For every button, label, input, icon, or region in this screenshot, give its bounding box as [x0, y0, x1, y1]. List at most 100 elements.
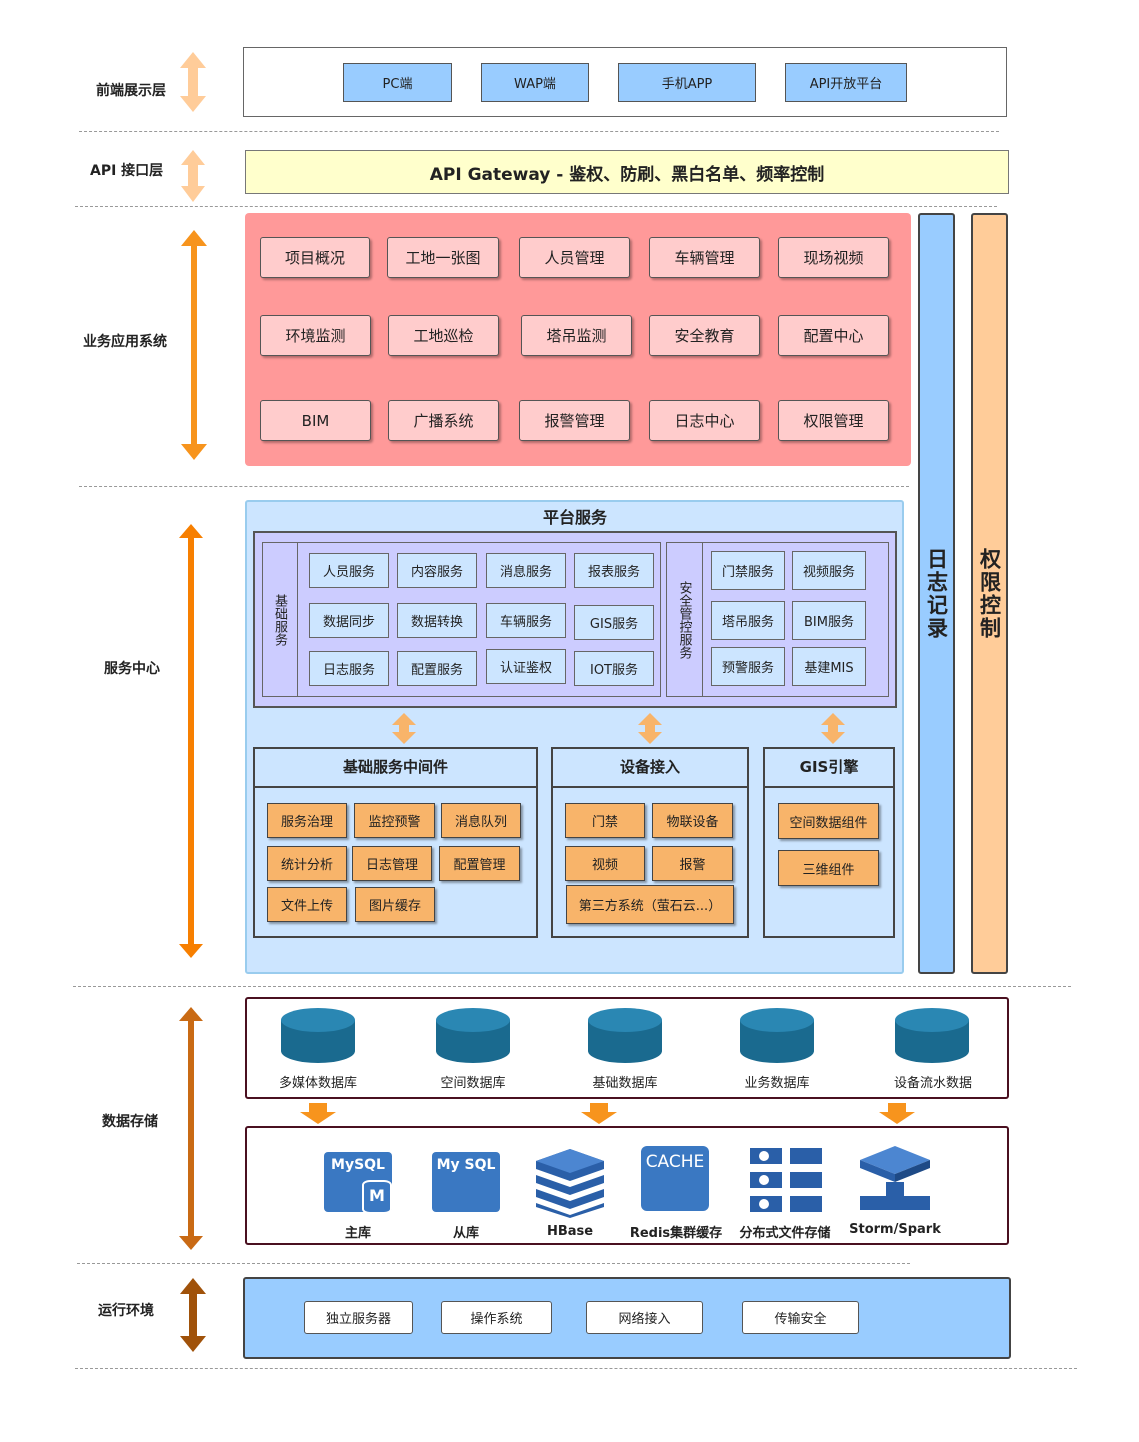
- frontend-item-wap: WAP端: [481, 63, 589, 102]
- auth-control-label: 权限控制: [977, 547, 1002, 640]
- svc-crane: 塔吊服务: [711, 601, 785, 640]
- layer-label-storage: 数据存储: [102, 1114, 158, 1130]
- log-record-bar: 日志记录: [918, 213, 955, 974]
- separator: [75, 1368, 1077, 1369]
- tech-label-redis: Redis集群缓存: [629, 1226, 723, 1241]
- down-arrow-icon: [581, 1103, 617, 1124]
- frontend-item-pc: PC端: [343, 63, 452, 102]
- device-access-panel: [551, 747, 749, 938]
- hbase-icon: [536, 1149, 604, 1218]
- database-icon: [436, 1008, 510, 1063]
- tech-label-master: 主库: [344, 1226, 371, 1241]
- security-services-label: 安全管控服务: [676, 580, 692, 659]
- biz-log-center: 日志中心: [649, 400, 760, 441]
- device-video: 视频: [565, 846, 645, 881]
- frontend-item-app: 手机APP: [618, 63, 756, 102]
- svc-iot: IOT服务: [574, 651, 654, 686]
- gis-spatial-component: 空间数据组件: [778, 803, 879, 839]
- db-label-multimedia: 多媒体数据库: [278, 1076, 357, 1091]
- svc-log: 日志服务: [309, 651, 389, 686]
- connector-arrow-device: [638, 713, 662, 744]
- biz-broadcast: 广播系统: [388, 400, 499, 441]
- api-gateway: API Gateway - 鉴权、防刷、黑白名单、频率控制: [245, 150, 1009, 194]
- mw-statistics: 统计分析: [267, 846, 347, 881]
- separator: [79, 131, 999, 132]
- device-access-title: 设备接入: [551, 747, 749, 788]
- svc-infra-mis: 基建MIS: [792, 647, 866, 686]
- tech-label-hbase: HBase: [546, 1224, 594, 1239]
- svc-content: 内容服务: [397, 553, 477, 588]
- mw-monitoring: 监控预警: [354, 803, 435, 838]
- runtime-os: 操作系统: [441, 1301, 552, 1334]
- runtime-network: 网络接入: [586, 1301, 703, 1334]
- db-label-business: 业务数据库: [744, 1076, 810, 1091]
- basic-services-group: [262, 542, 661, 697]
- security-services-group: [666, 542, 889, 697]
- business-double-arrow: [181, 230, 207, 460]
- database-icon: [281, 1008, 355, 1063]
- mysql-slave-logo: My SQL: [436, 1157, 496, 1173]
- biz-personnel: 人员管理: [519, 237, 630, 278]
- svc-data-sync: 数据同步: [309, 603, 389, 638]
- mw-config-management: 配置管理: [439, 846, 520, 881]
- basic-services-label: 基础服务: [272, 593, 287, 646]
- service-double-arrow: [179, 524, 203, 958]
- runtime-double-arrow: [180, 1278, 206, 1352]
- tech-label-file-storage: 分布式文件存储: [739, 1226, 831, 1241]
- down-arrow-icon: [300, 1103, 336, 1124]
- db-label-device-flow: 设备流水数据: [893, 1076, 972, 1091]
- biz-site-video: 现场视频: [778, 237, 889, 278]
- separator: [73, 986, 1071, 987]
- svc-config: 配置服务: [397, 651, 477, 686]
- biz-site-map: 工地一张图: [387, 237, 499, 278]
- auth-control-bar: 权限控制: [971, 213, 1008, 974]
- device-iot: 物联设备: [652, 803, 733, 838]
- separator: [75, 206, 997, 207]
- connector-arrow-middleware: [392, 713, 416, 744]
- svc-personnel: 人员服务: [309, 553, 389, 588]
- gis-engine-title: GIS引擎: [763, 747, 895, 788]
- mysql-slave-icon: [432, 1152, 500, 1212]
- mysql-master-badge-letter: M: [369, 1186, 385, 1205]
- runtime-server: 独立服务器: [304, 1301, 413, 1334]
- svc-access-control: 门禁服务: [711, 551, 785, 590]
- svc-message: 消息服务: [486, 553, 566, 588]
- biz-alarm: 报警管理: [519, 400, 630, 441]
- storm-spark-icon: [860, 1146, 930, 1210]
- db-label-basic: 基础数据库: [592, 1076, 658, 1091]
- svc-bim: BIM服务: [792, 601, 866, 640]
- file-storage-icon: [750, 1148, 822, 1212]
- security-services-label-cell: 安全管控服务: [666, 542, 703, 697]
- device-access-control: 门禁: [565, 803, 645, 838]
- device-third-party: 第三方系统（萤石云...）: [566, 885, 734, 924]
- svc-warning: 预警服务: [711, 647, 785, 686]
- database-icon: [895, 1008, 969, 1063]
- tech-label-slave: 从库: [452, 1226, 479, 1241]
- svc-data-transform: 数据转换: [397, 603, 477, 638]
- mw-file-upload: 文件上传: [267, 887, 347, 922]
- storage-double-arrow: [179, 1007, 203, 1250]
- biz-permission: 权限管理: [778, 400, 889, 441]
- mw-service-governance: 服务治理: [267, 803, 347, 838]
- svc-gis: GIS服务: [574, 605, 654, 640]
- biz-bim: BIM: [260, 400, 371, 441]
- cache-icon: [641, 1146, 709, 1211]
- frontend-item-openapi: API开放平台: [785, 63, 907, 102]
- connector-arrow-gis: [821, 713, 845, 744]
- biz-inspection: 工地巡检: [388, 315, 499, 356]
- mysql-master-db-badge: [362, 1180, 392, 1214]
- svc-vehicle: 车辆服务: [486, 603, 566, 638]
- svc-video: 视频服务: [792, 551, 866, 590]
- gis-3d-component: 三维组件: [778, 850, 879, 886]
- svc-auth: 认证鉴权: [486, 649, 566, 684]
- biz-environment: 环境监测: [260, 315, 371, 356]
- layer-label-business: 业务应用系统: [83, 334, 167, 350]
- frontend-double-arrow: [180, 52, 206, 112]
- mw-log-management: 日志管理: [352, 846, 432, 881]
- cache-logo: CACHE: [645, 1152, 705, 1172]
- biz-config: 配置中心: [778, 315, 889, 356]
- platform-title: 平台服务: [542, 508, 607, 527]
- database-icon: [740, 1008, 814, 1063]
